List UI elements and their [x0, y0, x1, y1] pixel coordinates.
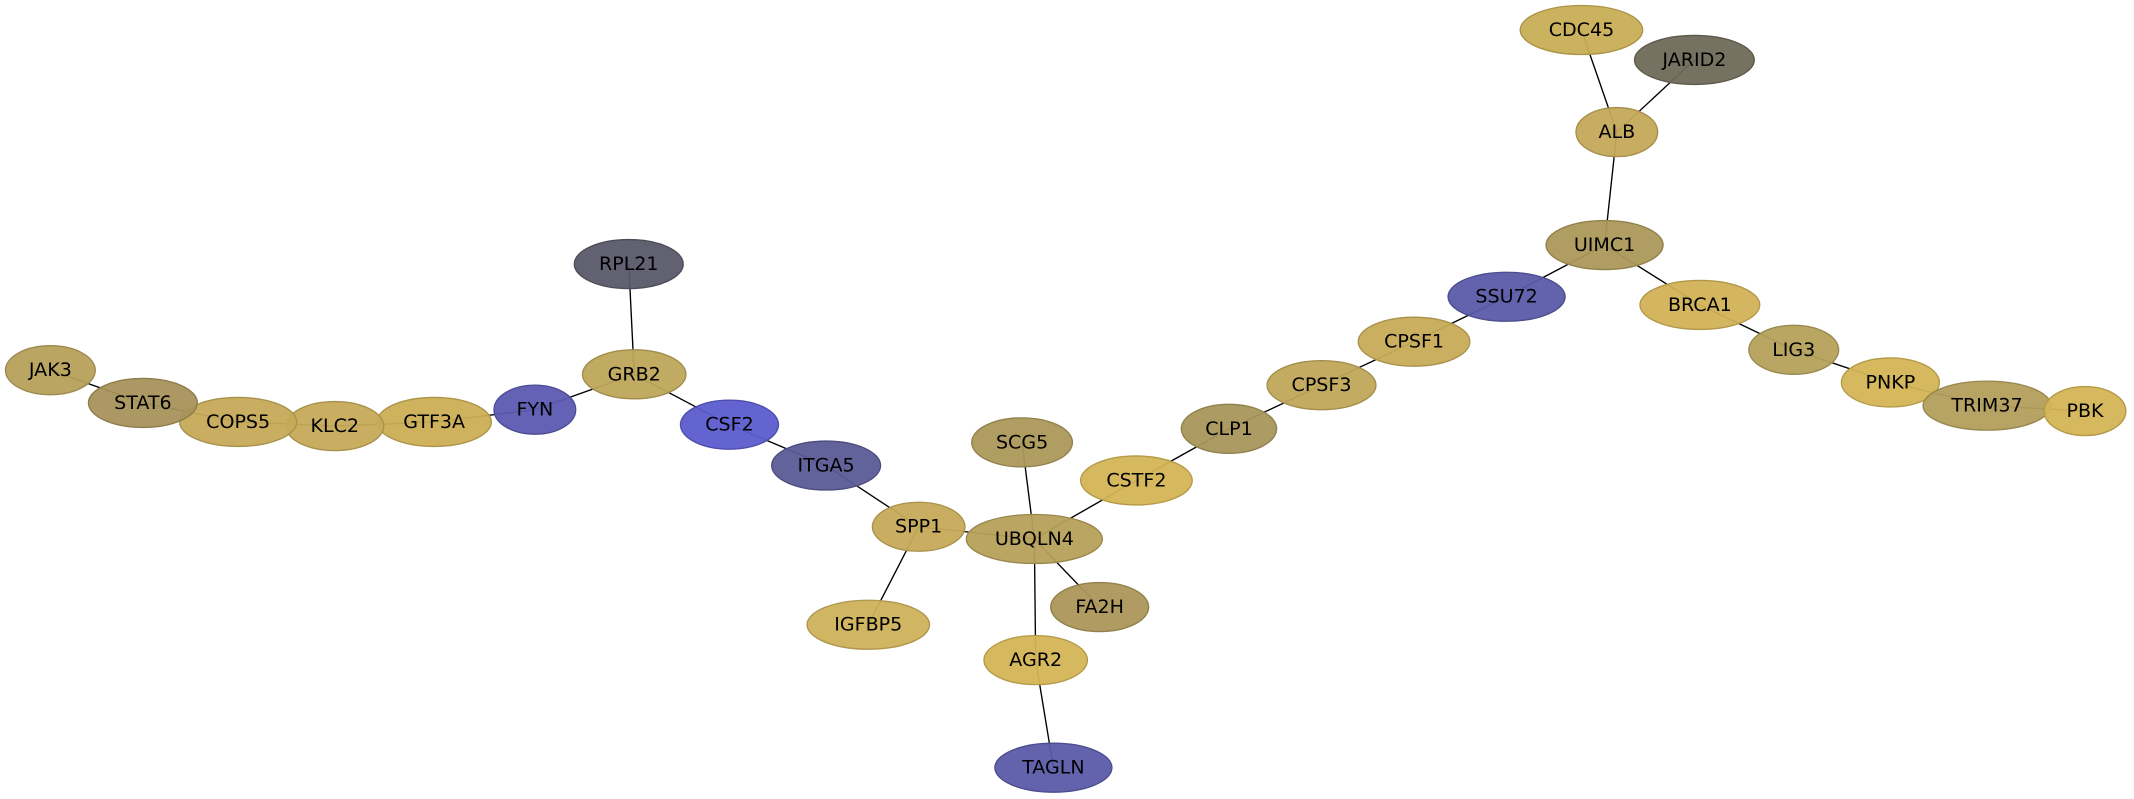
node-label: CLP1 — [1205, 418, 1253, 440]
node-label: IGFBP5 — [834, 614, 902, 636]
node-label: SPP1 — [895, 516, 942, 538]
node-label: AGR2 — [1009, 649, 1062, 671]
node-cpsf3[interactable]: CPSF3 — [1266, 360, 1377, 411]
node-ellipse — [770, 440, 882, 491]
node-ellipse — [1748, 324, 1840, 376]
node-label: TAGLN — [1021, 757, 1084, 779]
node-label: LIG3 — [1772, 339, 1815, 361]
node-label: FYN — [516, 399, 553, 421]
node-cpsf1[interactable]: CPSF1 — [1357, 316, 1471, 367]
node-ellipse — [1357, 316, 1471, 367]
node-igfbp5[interactable]: IGFBP5 — [806, 599, 931, 650]
node-ellipse — [4, 345, 96, 396]
node-label: CSF2 — [705, 414, 753, 436]
node-label: PBK — [2066, 400, 2104, 422]
node-label: JAK3 — [28, 359, 72, 381]
node-jak3[interactable]: JAK3 — [4, 345, 96, 396]
node-ellipse — [178, 396, 298, 448]
node-ellipse — [971, 417, 1074, 468]
node-label: GTF3A — [403, 411, 465, 433]
node-brca1[interactable]: BRCA1 — [1639, 279, 1761, 331]
node-grb2[interactable]: GRB2 — [581, 349, 687, 400]
node-fyn[interactable]: FYN — [493, 384, 577, 435]
node-label: PNKP — [1866, 371, 1916, 393]
node-ellipse — [573, 238, 684, 290]
node-ellipse — [1447, 271, 1566, 322]
node-uimc1[interactable]: UIMC1 — [1545, 219, 1664, 271]
node-ellipse — [994, 742, 1113, 793]
node-cstf2[interactable]: CSTF2 — [1079, 455, 1193, 506]
node-label: KLC2 — [311, 415, 360, 437]
node-scg5[interactable]: SCG5 — [971, 417, 1074, 468]
node-label: CPSF3 — [1292, 374, 1352, 396]
node-ellipse — [1266, 360, 1377, 411]
node-gtf3a[interactable]: GTF3A — [376, 396, 492, 448]
node-ellipse — [1575, 106, 1659, 158]
node-ubqln4[interactable]: UBQLN4 — [965, 513, 1104, 565]
node-ellipse — [2043, 385, 2127, 437]
node-cdc45[interactable]: CDC45 — [1519, 4, 1644, 56]
node-stat6[interactable]: STAT6 — [87, 377, 199, 429]
node-ellipse — [581, 349, 687, 400]
node-ellipse — [871, 501, 966, 552]
node-label: ALB — [1598, 121, 1635, 143]
node-ssu72[interactable]: SSU72 — [1447, 271, 1566, 322]
node-label: COPS5 — [206, 411, 270, 433]
node-label: TRIM37 — [1950, 395, 2022, 417]
node-pbk[interactable]: PBK — [2043, 385, 2127, 437]
node-ellipse — [1545, 219, 1664, 271]
node-pnkp[interactable]: PNKP — [1840, 357, 1941, 408]
node-rpl21[interactable]: RPL21 — [573, 238, 684, 290]
node-label: SCG5 — [996, 431, 1048, 453]
node-label: UBQLN4 — [995, 528, 1074, 550]
node-ellipse — [1180, 403, 1278, 454]
node-ellipse — [1639, 279, 1761, 331]
node-label: RPL21 — [599, 253, 659, 275]
node-label: BRCA1 — [1668, 294, 1732, 316]
node-fa2h[interactable]: FA2H — [1049, 581, 1150, 633]
node-alb[interactable]: ALB — [1575, 106, 1659, 158]
node-label: ITGA5 — [798, 455, 855, 477]
node-ellipse — [965, 513, 1104, 565]
node-label: FA2H — [1075, 596, 1124, 618]
node-ellipse — [1633, 34, 1755, 86]
node-ellipse — [1519, 4, 1644, 56]
node-itga5[interactable]: ITGA5 — [770, 440, 882, 491]
node-ellipse — [493, 384, 577, 435]
node-label: SSU72 — [1475, 286, 1537, 308]
node-ellipse — [87, 377, 199, 429]
node-label: UIMC1 — [1574, 234, 1635, 256]
node-cops5[interactable]: COPS5 — [178, 396, 298, 448]
node-label: CDC45 — [1549, 19, 1615, 41]
node-jarid2[interactable]: JARID2 — [1633, 34, 1755, 86]
node-ellipse — [983, 634, 1089, 686]
node-label: JARID2 — [1661, 49, 1726, 71]
node-label: STAT6 — [114, 392, 172, 414]
node-klc2[interactable]: KLC2 — [285, 400, 385, 452]
node-clp1[interactable]: CLP1 — [1180, 403, 1278, 454]
node-ellipse — [679, 399, 780, 450]
node-label: CSTF2 — [1106, 469, 1166, 491]
node-label: CPSF1 — [1384, 331, 1444, 353]
node-ellipse — [1049, 581, 1150, 633]
node-csf2[interactable]: CSF2 — [679, 399, 780, 450]
node-agr2[interactable]: AGR2 — [983, 634, 1089, 686]
node-ellipse — [1079, 455, 1193, 506]
node-label: GRB2 — [608, 363, 661, 385]
node-tagln[interactable]: TAGLN — [994, 742, 1113, 793]
node-trim37[interactable]: TRIM37 — [1922, 380, 2052, 431]
node-ellipse — [1840, 357, 1941, 408]
node-lig3[interactable]: LIG3 — [1748, 324, 1840, 376]
node-spp1[interactable]: SPP1 — [871, 501, 966, 552]
node-ellipse — [806, 599, 931, 650]
